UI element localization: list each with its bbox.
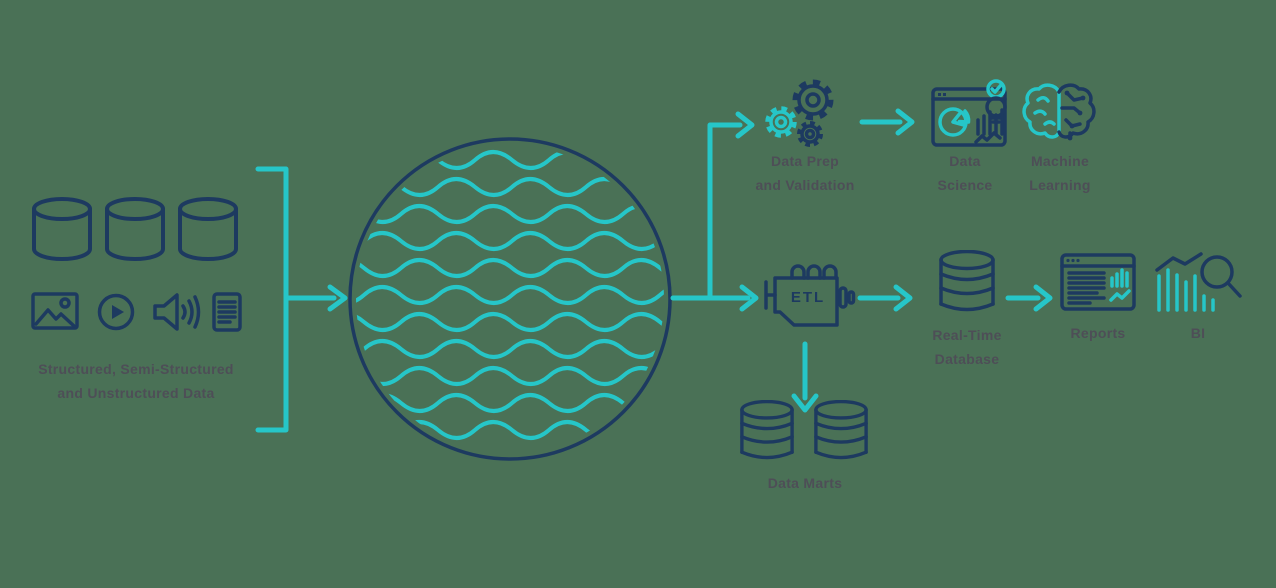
arrowhead-datamarts-in (791, 393, 819, 413)
bi-label: BI (1190, 325, 1206, 341)
data-prep-label-line2: and Validation (755, 177, 855, 193)
image-icon (31, 292, 79, 330)
data-science-icon (931, 79, 1007, 147)
etl-machine-icon (764, 264, 856, 327)
audio-icon (153, 293, 201, 331)
data-lake-icon (348, 137, 672, 461)
data-prep-label-line1: Data Prep (770, 153, 840, 169)
machine-learning-label-line2: Learning (1029, 177, 1091, 193)
lake-circle (348, 137, 672, 461)
data-mart-icon (813, 400, 869, 462)
reports-label: Reports (1070, 325, 1126, 341)
source-bracket (255, 166, 289, 433)
reports-icon (1060, 253, 1136, 311)
arrowhead-etl-in (739, 284, 759, 312)
real-time-database-label-line1: Real-Time (932, 327, 1002, 343)
data-science-label: Data Science (915, 149, 1015, 197)
source-caption-line2: and Unstructured Data (57, 385, 215, 401)
document-icon (212, 292, 242, 332)
arrowhead-lake-in (327, 284, 348, 312)
bi-icon (1155, 252, 1242, 312)
real-time-database-icon (938, 250, 996, 314)
real-time-database-label-line2: Database (934, 351, 1000, 367)
data-science-label-line1: Data (949, 153, 981, 169)
arrowhead-database-in (893, 284, 913, 312)
branch-lake-to-dataprep (707, 122, 743, 301)
machine-learning-label-line1: Machine (1030, 153, 1090, 169)
arrowhead-reports-in (1033, 284, 1053, 312)
real-time-database-label: Real-Time Database (917, 323, 1017, 371)
source-caption: Structured, Semi-Structured and Unstruct… (6, 357, 266, 405)
arrowhead-datascience-in (895, 108, 915, 136)
video-play-icon (97, 293, 135, 331)
data-mart-icon (739, 400, 795, 462)
source-caption-line1: Structured, Semi-Structured (38, 361, 234, 377)
data-science-label-line2: Science (937, 177, 993, 193)
machine-learning-brain-icon (1022, 83, 1096, 141)
data-marts-label: Data Marts (767, 475, 843, 491)
gears-icon (765, 79, 834, 147)
machine-learning-label: Machine Learning (1008, 149, 1112, 197)
data-prep-label: Data Prep and Validation (725, 149, 885, 197)
etl-label: ETL (790, 289, 826, 306)
arrowhead-dataprep-in (735, 111, 755, 139)
